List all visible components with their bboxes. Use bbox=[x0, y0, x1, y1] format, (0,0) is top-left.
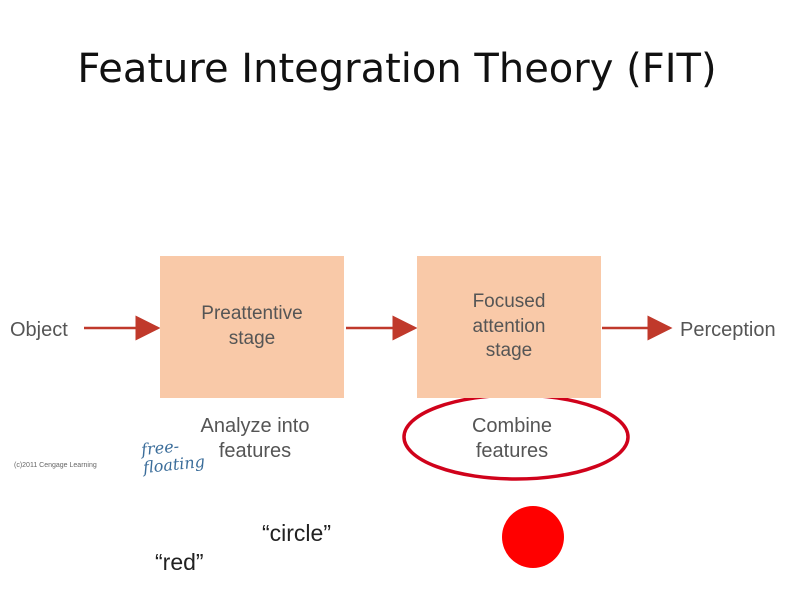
focused-stage-line3: stage bbox=[485, 340, 533, 362]
combine-caption-line2: features bbox=[475, 440, 549, 462]
combine-caption-line1: Combine bbox=[471, 415, 553, 437]
analyze-caption: Analyze into features bbox=[175, 414, 335, 464]
circle-word: “circle” bbox=[262, 520, 331, 546]
combine-caption: Combine features bbox=[432, 414, 592, 464]
copyright-credit: (c)2011 Cengage Learning bbox=[14, 462, 97, 469]
red-word: “red” bbox=[155, 549, 204, 575]
analyze-caption-line2: features bbox=[218, 440, 292, 462]
analyze-caption-line1: Analyze into bbox=[200, 415, 310, 437]
focused-stage-line2: attention bbox=[472, 315, 546, 337]
focused-attention-stage-box: Focused attention stage bbox=[417, 256, 601, 398]
slide-title: Feature Integration Theory (FIT) bbox=[77, 46, 717, 92]
red-circle bbox=[502, 506, 564, 568]
preattentive-stage-box: Preattentive stage bbox=[160, 256, 344, 398]
focused-stage-line1: Focused bbox=[472, 290, 546, 312]
preattentive-stage-line1: Preattentive bbox=[201, 303, 303, 325]
perception-label: Perception bbox=[680, 319, 776, 341]
preattentive-stage-line2: stage bbox=[228, 328, 276, 349]
free-floating-annotation: free- floating bbox=[140, 435, 205, 476]
object-label: Object bbox=[10, 319, 68, 341]
